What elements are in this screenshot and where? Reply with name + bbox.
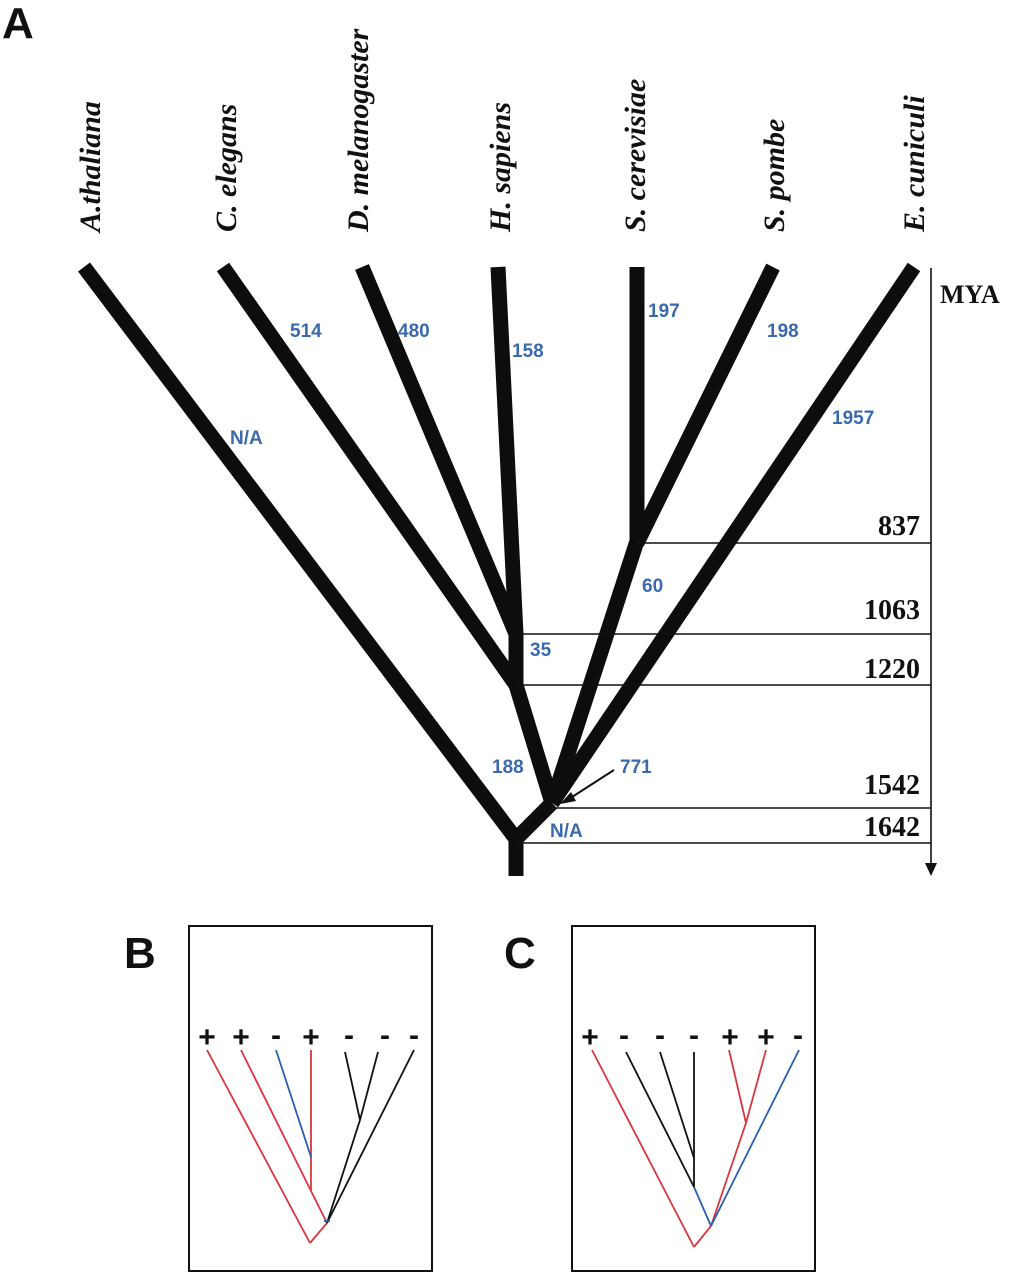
branch-number-dmelanogaster: 480: [398, 321, 430, 342]
branch-number-microsporidia-node: 771: [620, 757, 652, 778]
branch-hsapiens: [490, 266, 524, 635]
trait-sign: +: [757, 1021, 775, 1054]
branch-number-hsapiens: 158: [512, 341, 544, 362]
branch-celegans: [216, 262, 523, 690]
panel-c-frame: [571, 925, 816, 1272]
branch-yeast-stem: [544, 538, 645, 806]
branch-number-crown-stem: 188: [492, 757, 524, 778]
branch-dmelanogaster: [355, 264, 523, 637]
species-label-dmelanogaster: D. melanogaster: [342, 28, 375, 233]
divergence-time: 1063: [864, 595, 920, 626]
panel-b-frame: [188, 925, 433, 1272]
branch-numbers: N/A 514 480 158 197 198 1957 60 35 188 7…: [230, 301, 874, 842]
species-label-celegans: C. elegans: [210, 104, 243, 232]
panel-b-tree: [206, 1049, 415, 1244]
trait-sign: +: [198, 1021, 216, 1054]
branch-athaliana: [78, 262, 522, 844]
branch-animal-clade: [508, 682, 560, 806]
branch-number-celegans: 514: [290, 321, 322, 342]
trait-sign: -: [380, 1019, 390, 1052]
branch-number-yeast-stem: 60: [642, 576, 663, 597]
divergence-time: 837: [878, 511, 920, 542]
species-label-scerevisiae: S. cerevisiae: [619, 79, 652, 232]
panel-label-a: A: [2, 0, 34, 48]
time-axis: [516, 268, 932, 864]
branch-spombe: [630, 263, 780, 547]
trait-sign: -: [689, 1019, 699, 1052]
species-labels: A.thaliana C. elegans D. melanogaster H.…: [74, 28, 931, 234]
branch-number-animal-stem: 35: [530, 640, 552, 661]
trait-sign: -: [344, 1019, 354, 1052]
branch-number-root: N/A: [550, 821, 583, 842]
trait-sign: -: [655, 1019, 665, 1052]
species-label-ecuniculi: E. cuniculi: [898, 95, 931, 233]
species-label-hsapiens: H. sapiens: [484, 102, 517, 233]
divergence-time: 1542: [864, 770, 920, 801]
panel-label-c: C: [504, 929, 536, 978]
species-label-spombe: S. pombe: [758, 119, 791, 232]
trait-sign: +: [232, 1021, 250, 1054]
trait-sign: -: [619, 1019, 629, 1052]
branch-crown: [510, 797, 558, 845]
trait-sign: -: [409, 1019, 419, 1052]
main-tree: [78, 262, 921, 876]
panel-c-tree: [591, 1049, 800, 1248]
panel-b-signs: + + - + - - -: [198, 1019, 419, 1054]
divergence-time: 1220: [864, 654, 920, 685]
trait-sign: +: [302, 1021, 320, 1054]
branch-ecuniculi: [545, 262, 921, 808]
branch-number-athaliana: N/A: [230, 428, 263, 449]
panel-c-signs: + - - - + + -: [581, 1019, 803, 1054]
time-axis-arrowhead: [925, 863, 937, 876]
trait-sign: -: [793, 1019, 803, 1052]
node-pointer-arrow: [560, 769, 615, 804]
species-label-athaliana: A.thaliana: [74, 101, 107, 234]
trait-sign: +: [581, 1021, 599, 1054]
mya-unit-label: MYA: [940, 280, 1000, 309]
trait-sign: +: [721, 1021, 739, 1054]
panel-label-b: B: [124, 929, 156, 978]
divergence-time: 1642: [864, 812, 920, 843]
divergence-times: 837 1063 1220 1542 1642: [864, 511, 920, 843]
branch-number-spombe: 198: [767, 321, 799, 342]
branch-number-ecuniculi: 1957: [832, 408, 874, 429]
trait-sign: -: [271, 1019, 281, 1052]
branch-number-scerevisiae: 197: [648, 301, 680, 322]
